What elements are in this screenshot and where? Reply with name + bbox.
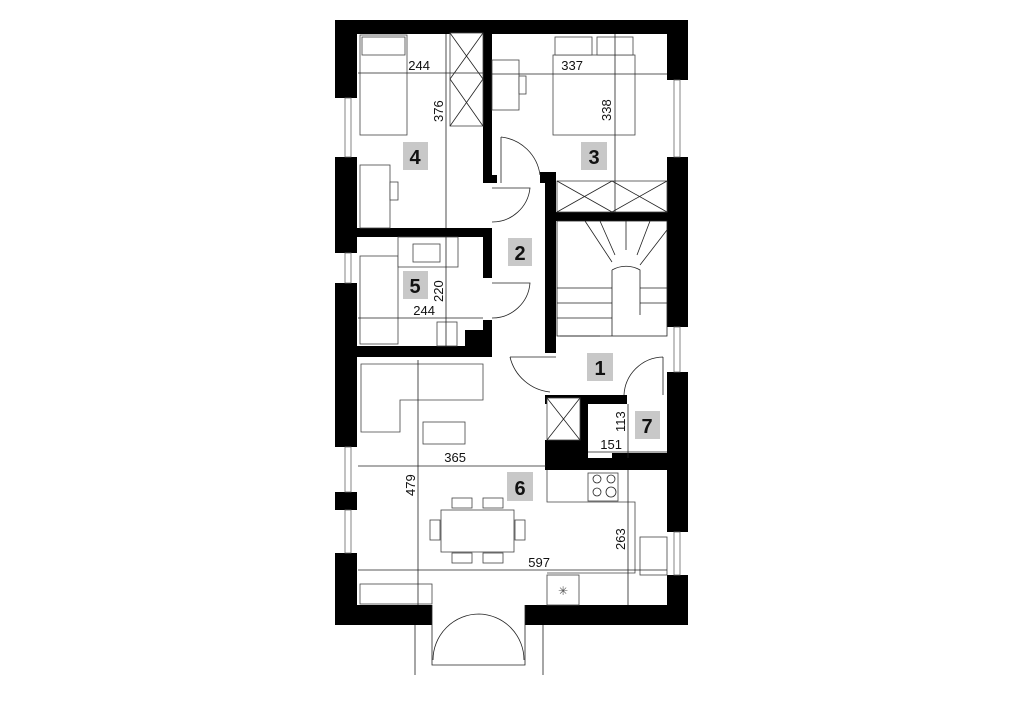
cooktop xyxy=(587,472,619,502)
dim-room6-width-b: 597 xyxy=(528,555,550,570)
dim-room6-length: 479 xyxy=(403,474,418,496)
dim-room3-length: 338 xyxy=(599,99,614,121)
interior-walls xyxy=(357,33,667,470)
desk-room3 xyxy=(491,59,520,111)
dim-room5-width: 244 xyxy=(413,303,435,318)
dim-room5-length: 220 xyxy=(431,280,446,302)
sofa xyxy=(360,363,484,433)
dim-room7-width: 151 xyxy=(600,437,622,452)
room-labels: 1 2 3 4 5 6 7 xyxy=(403,142,660,501)
doors xyxy=(414,136,664,675)
kitchen-sink xyxy=(639,536,668,576)
wardrobe-room4 xyxy=(449,32,484,127)
coffee-table xyxy=(422,421,466,445)
toilet xyxy=(436,321,458,347)
wardrobe-room3 xyxy=(556,180,668,213)
room-4-number: 4 xyxy=(409,147,421,169)
dim-room3-width: 337 xyxy=(561,58,583,73)
room-6-number: 6 xyxy=(514,478,525,500)
desk xyxy=(359,164,391,229)
dimension-lines xyxy=(358,34,667,605)
outer-walls xyxy=(335,20,688,625)
room-1-number: 1 xyxy=(594,358,605,380)
room-3-number: 3 xyxy=(588,147,599,169)
dim-room4-length: 376 xyxy=(431,100,446,122)
chair xyxy=(389,181,399,201)
dim-room6-width-a: 365 xyxy=(444,450,466,465)
dining-table xyxy=(440,509,515,553)
dim-kitchen-length: 263 xyxy=(613,528,628,550)
room-5-number: 5 xyxy=(409,276,420,298)
tv-console xyxy=(359,583,433,605)
bathtub xyxy=(359,255,399,345)
dimension-labels: 244 376 337 338 220 244 365 479 597 263 … xyxy=(403,58,628,570)
svg-text:✳: ✳ xyxy=(558,584,568,598)
fridge xyxy=(546,574,580,606)
dim-room4-width: 244 xyxy=(408,58,430,73)
furniture: ✳ xyxy=(359,32,668,606)
double-bed xyxy=(552,54,636,136)
room-2-number: 2 xyxy=(514,243,525,265)
windows xyxy=(344,79,681,576)
dim-room7-length: 113 xyxy=(613,411,628,432)
kitchen-counter xyxy=(546,470,636,574)
staircase xyxy=(556,220,668,337)
room-7-number: 7 xyxy=(641,416,652,438)
